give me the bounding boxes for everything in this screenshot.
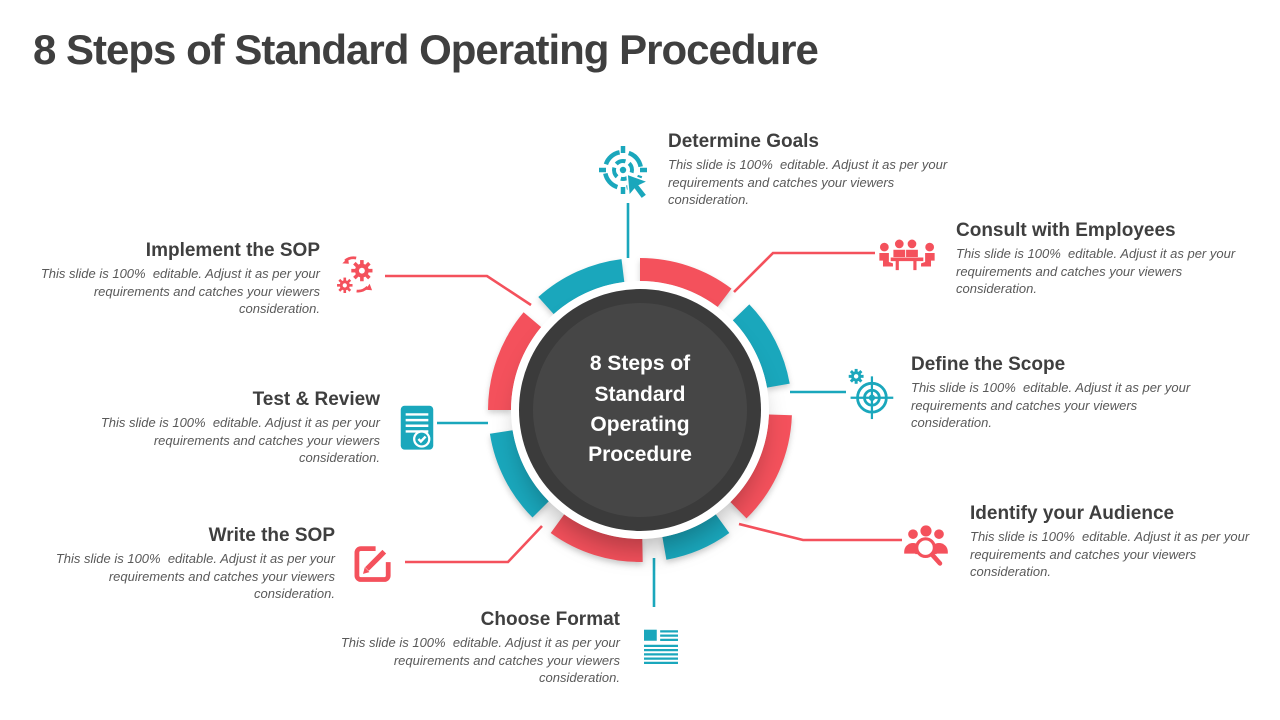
step-text: Identify your Audience This slide is 100… <box>970 503 1270 581</box>
step-description: This slide is 100% editable. Adjust it a… <box>340 635 624 686</box>
step-text: Consult with Employees This slide is 100… <box>956 220 1256 298</box>
center-label: 8 Steps of Standard Operating Procedure <box>588 352 692 467</box>
step-identify-your-audience: Identify your Audience This slide is 100… <box>900 503 1270 581</box>
step-title: Determine Goals <box>668 131 819 152</box>
step-title: Define the Scope <box>911 354 1066 375</box>
step-description: This slide is 100% editable. Adjust it a… <box>911 380 1194 431</box>
step-title: Test & Review <box>252 389 380 410</box>
step-define-the-scope: Define the Scope This slide is 100% edit… <box>845 354 1211 432</box>
step-consult-with-employees: Consult with Employees This slide is 100… <box>878 220 1256 298</box>
center-circle: 8 Steps of Standard Operating Procedure <box>519 289 761 531</box>
step-title: Write the SOP <box>208 525 335 546</box>
step-text: Write the SOP This slide is 100% editabl… <box>35 525 335 603</box>
document-text-icon <box>644 628 678 664</box>
step-description: This slide is 100% editable. Adjust it a… <box>668 157 951 208</box>
connector-write-the-sop <box>405 525 543 564</box>
step-text: Implement the SOP This slide is 100% edi… <box>20 240 320 318</box>
step-description: This slide is 100% editable. Adjust it a… <box>956 246 1239 297</box>
step-description: This slide is 100% editable. Adjust it a… <box>40 266 324 317</box>
step-write-the-sop: Write the SOP This slide is 100% editabl… <box>35 525 393 603</box>
target-gear-icon <box>845 368 897 420</box>
step-determine-goals: Determine Goals This slide is 100% edita… <box>598 131 968 209</box>
connector-consult-with-employees <box>733 251 875 293</box>
checklist-icon <box>400 405 434 450</box>
gears-icon <box>335 256 379 294</box>
center-circle-inner: 8 Steps of Standard Operating Procedure <box>533 303 747 517</box>
step-test-review: Test & Review This slide is 100% editabl… <box>80 389 434 467</box>
step-text: Test & Review This slide is 100% editabl… <box>80 389 380 467</box>
connector-identify-your-audience <box>738 522 902 542</box>
step-text: Choose Format This slide is 100% editabl… <box>320 609 620 687</box>
step-choose-format: Choose Format This slide is 100% editabl… <box>320 609 678 687</box>
step-description: This slide is 100% editable. Adjust it a… <box>55 551 339 602</box>
audience-magnifier-icon <box>900 523 952 569</box>
meeting-table-icon <box>878 238 936 283</box>
target-cursor-icon <box>598 145 654 201</box>
step-text: Define the Scope This slide is 100% edit… <box>911 354 1211 432</box>
step-implement-the-sop: Implement the SOP This slide is 100% edi… <box>20 240 379 318</box>
step-title: Choose Format <box>480 609 620 630</box>
step-text: Determine Goals This slide is 100% edita… <box>668 131 968 209</box>
step-title: Consult with Employees <box>956 220 1176 241</box>
step-description: This slide is 100% editable. Adjust it a… <box>970 529 1253 580</box>
step-description: This slide is 100% editable. Adjust it a… <box>100 415 384 466</box>
edit-pencil-icon <box>353 543 393 583</box>
slide-title: 8 Steps of Standard Operating Procedure <box>33 26 819 73</box>
step-title: Implement the SOP <box>145 240 320 261</box>
step-title: Identify your Audience <box>970 503 1175 524</box>
connector-implement-the-sop <box>385 274 532 307</box>
